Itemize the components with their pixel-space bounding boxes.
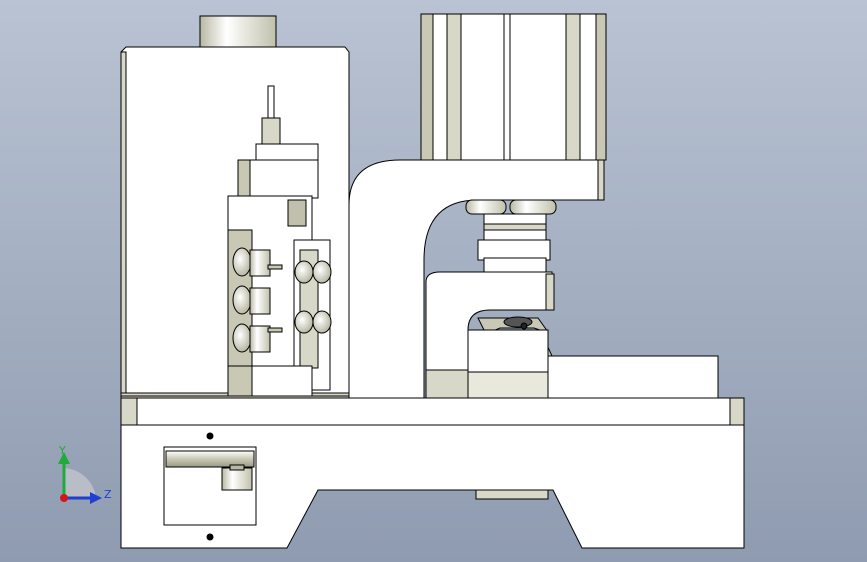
rod-nut-2: [509, 199, 557, 215]
window-block-base: [229, 464, 245, 471]
flange-port-2: [294, 310, 314, 334]
cabinet-top-cap: [199, 15, 277, 48]
cabinet-left-edge: [120, 51, 127, 394]
z-axis-label: Z: [104, 488, 112, 501]
machine-assembly: [120, 13, 745, 549]
cylinder-rib-left: [420, 13, 434, 161]
port-3: [232, 323, 252, 353]
jaw-right-block: [545, 273, 555, 311]
head-collar: [477, 239, 551, 261]
port-2: [232, 285, 252, 315]
press-head: [425, 199, 719, 399]
clamp-pin: [520, 322, 528, 330]
y-axis-label: Y: [58, 444, 66, 457]
head-upper-band: [483, 223, 547, 231]
clamp-nozzle: [503, 316, 533, 328]
manifold-base-front: [251, 365, 313, 397]
cylinder-rib-2: [565, 13, 581, 161]
lower-stage-shadow: [467, 371, 549, 399]
window-rod: [165, 450, 255, 468]
screw-hole-bottom: [206, 533, 214, 541]
air-cylinder: [420, 13, 607, 161]
cylinder-rib-right: [595, 13, 607, 161]
triad-origin: [60, 494, 68, 502]
base-body: [120, 424, 745, 549]
base-top-plate: [120, 397, 745, 426]
triad-arc: [64, 468, 96, 498]
pin-1: [267, 264, 283, 270]
flange-port-3: [312, 260, 332, 284]
base-left-cap: [120, 397, 138, 426]
screw-hole-top: [206, 432, 214, 440]
valve-cabinet: [120, 15, 350, 399]
c-frame-right-cap: [597, 159, 605, 201]
port-fitting-1: [249, 249, 271, 277]
axis-triad: Y Z: [58, 444, 112, 504]
valve-housing-side: [237, 159, 251, 199]
cylinder-rib-1: [446, 13, 462, 161]
manifold-slot: [287, 199, 307, 227]
valve-housing: [237, 159, 319, 199]
port-fitting-2: [249, 287, 271, 315]
rod-nut-1: [465, 199, 507, 215]
valve-stem: [267, 85, 275, 121]
z-axis-arrow: [90, 492, 102, 504]
flange-port-4: [312, 310, 332, 334]
pin-2: [267, 327, 283, 333]
base-block: [120, 397, 745, 549]
base-right-cap: [729, 397, 745, 426]
jaw-bracket-dark: [425, 369, 469, 399]
window-block: [221, 467, 253, 491]
valve-nut: [261, 117, 281, 147]
flange-port-1: [294, 260, 314, 284]
port-1: [232, 247, 252, 277]
y-axis-arrow: [58, 452, 70, 464]
port-fitting-3: [249, 325, 271, 353]
valve-collar: [255, 143, 319, 163]
base-foot: [475, 489, 549, 500]
